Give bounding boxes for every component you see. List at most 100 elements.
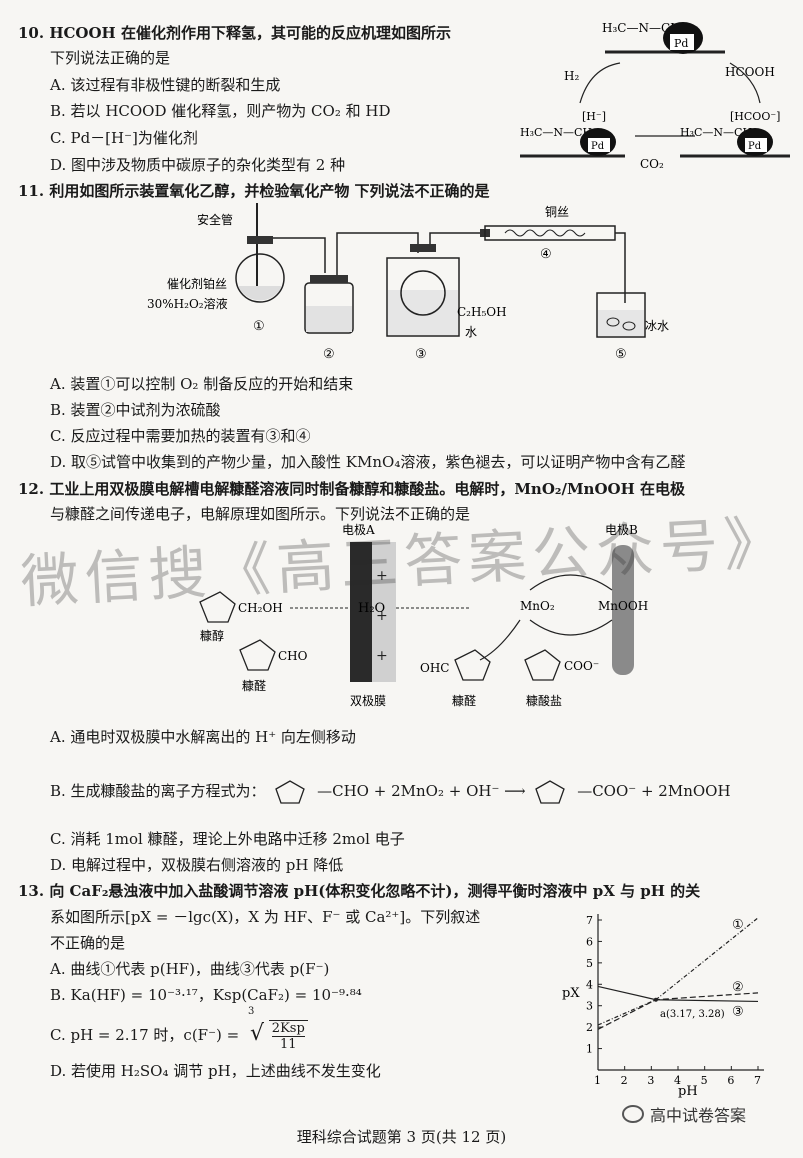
aldehyde-label: 糠醛 [242, 678, 266, 693]
q12-option-b-equation: —CHO + 2MnO₂ + OH⁻ ⟶ [317, 782, 526, 800]
brand-text: 高中试卷答案 [650, 1106, 747, 1125]
q13-option-c: C. pH = 2.17 时，c(F⁻) = 3 √ 2Ksp 11 [50, 1006, 308, 1052]
ice-water-label: 冰水 [645, 319, 669, 333]
q10-option-d: D. 图中涉及物质中碳原子的杂化类型有 2 种 [50, 156, 346, 174]
y-tick-label: 7 [586, 914, 593, 927]
mno2-label: MnO₂ [520, 599, 555, 613]
pd-label: Pd [674, 37, 688, 50]
q12-option-b-prefix: B. 生成糠酸盐的离子方程式为： [50, 782, 266, 800]
chart-axes: 1 2 3 4 5 6 7 1 2 3 4 5 6 7 [586, 914, 764, 1087]
furan-ring-icon-2 [535, 780, 566, 804]
electrode-b-label: 电极B [605, 523, 638, 537]
svg-text:+: + [376, 568, 388, 584]
x-tick-label: 3 [647, 1074, 654, 1087]
fraction-denominator: 11 [280, 1037, 297, 1052]
q10-amine-left: H₃C—N—CH₃ [520, 126, 596, 139]
x-axis-label: pH [678, 1084, 698, 1099]
q12-electrolysis-diagram: 电极A 电极B + + + 双极膜 H₂O CH₂OH 糠醇 CHO 糠醛 Mn… [199, 523, 648, 708]
series-label-2: ② [732, 980, 744, 995]
ch2oh-label: CH₂OH [238, 601, 283, 615]
hcooh-label: HCOOH [725, 65, 775, 79]
apparatus-3-label: ③ [415, 347, 427, 362]
x-tick-label: 1 [594, 1074, 601, 1087]
hcoo-label: [HCOO⁻] [730, 110, 780, 123]
q12-option-c: C. 消耗 1mol 糠醛，理论上外电路中迁移 2mol 电子 [50, 830, 405, 848]
q13-stem-3: 不正确的是 [50, 934, 126, 952]
apparatus-1-label: ① [253, 319, 265, 334]
electrode-a-label: 电极A [342, 523, 375, 537]
x-tick-label: 4 [674, 1074, 681, 1087]
series-label-3: ③ [732, 1004, 744, 1019]
water-label: 水 [465, 325, 477, 339]
cube-root-expression: 3 √ 2Ksp 11 [248, 1006, 308, 1052]
point-a [653, 997, 658, 1002]
q12-stem: 12. 工业上用双极膜电解槽电解糠醛溶液同时制备糠醇和糠酸盐。电解时，MnO₂/… [18, 480, 685, 498]
cho-label: CHO [278, 649, 308, 663]
aldehyde-right-label: 糠醛 [452, 693, 476, 708]
y-tick-label: 6 [586, 935, 593, 948]
wechat-icon [622, 1105, 644, 1123]
membrane-label: 双极膜 [350, 694, 386, 708]
y-tick-label: 5 [586, 957, 593, 970]
alcohol-label: 糠醇 [200, 628, 224, 643]
furan-ring-icon [275, 780, 306, 804]
x-tick-label: 2 [621, 1074, 628, 1087]
svg-text:+: + [376, 648, 388, 664]
h2o-label: H₂O [358, 601, 385, 616]
q10-amine-right: H₃C—N—CH₃ [680, 126, 756, 139]
apparatus-2-label: ② [323, 347, 335, 362]
q10-stem: 10. HCOOH 在催化剂作用下释氢，其可能的反应机理如图所示 [18, 24, 451, 42]
y-tick-label: 1 [586, 1043, 593, 1056]
copper-label: 铜丝 [545, 204, 569, 219]
y-tick-label: 3 [586, 1000, 593, 1013]
apparatus-4-label: ④ [540, 247, 552, 262]
series-label-1: ① [732, 918, 744, 933]
apparatus-5-label: ⑤ [615, 347, 627, 362]
co2-label: CO₂ [640, 157, 664, 171]
q13-option-b: B. Ka(HF) = 10⁻³·¹⁷，Ksp(CaF₂) = 10⁻⁹·⁸⁴ [50, 986, 362, 1004]
mnooh-label: MnOOH [598, 599, 648, 613]
pd-label-left: Pd [591, 141, 605, 152]
q13-stem: 13. 向 CaF₂悬浊液中加入盐酸调节溶液 pH(体积变化忽略不计)，测得平衡… [18, 882, 701, 900]
q11-option-c: C. 反应过程中需要加热的装置有③和④ [50, 427, 311, 445]
q10-stem-2: 下列说法正确的是 [50, 49, 171, 67]
chart-series: ① ② ③ [597, 917, 759, 1030]
svg-text:+: + [376, 608, 388, 624]
q10-mechanism-diagram: H₃C—N—CH₃ Pd H₂ HCOOH CO₂ [H⁻] H₃C—N—CH₃… [520, 21, 790, 171]
x-tick-label: 7 [754, 1074, 761, 1087]
q11-option-b: B. 装置②中试剂为浓硫酸 [50, 401, 221, 419]
q10-option-a: A. 该过程有非极性键的断裂和生成 [50, 76, 281, 94]
x-tick-label: 6 [727, 1074, 734, 1087]
point-a-annotation: a(3.17, 3.28) [660, 1009, 725, 1020]
q13-option-c-prefix: C. pH = 2.17 时，c(F⁻) = [50, 1026, 240, 1044]
safety-tube-label: 安全管 [197, 212, 233, 227]
q12-option-d: D. 电解过程中，双极膜右侧溶液的 pH 降低 [50, 856, 344, 874]
brand-label: 高中试卷答案 [622, 1102, 746, 1126]
fraction-numerator: 2Ksp [271, 1021, 305, 1037]
q10-amine-top: H₃C—N—CH₃ [602, 21, 686, 35]
q11-stem: 11. 利用如图所示装置氧化乙醇，并检验氧化产物 下列说法不正确的是 [18, 182, 490, 200]
q11-option-a: A. 装置①可以控制 O₂ 制备反应的开始和结束 [50, 375, 354, 393]
q12-option-b-product: —COO⁻ + 2MnOOH [577, 782, 731, 800]
catalyst-label: 催化剂铂丝 [167, 276, 227, 291]
q10-option-c: C. Pd－[H⁻]为催化剂 [50, 129, 198, 147]
ohc-label: OHC [420, 661, 449, 675]
q12-option-a: A. 通电时双极膜中水解离出的 H⁺ 向左侧移动 [50, 728, 356, 746]
h2-label: H₂ [564, 69, 579, 83]
pd-label-right: Pd [748, 141, 762, 152]
q11-option-d: D. 取⑤试管中收集到的产物少量，加入酸性 KMnO₄溶液，紫色褪去，可以证明产… [50, 453, 686, 471]
ethanol-label: C₂H₅OH [457, 305, 507, 319]
x-tick-label: 5 [701, 1074, 708, 1087]
q12-option-b: B. 生成糠酸盐的离子方程式为： —CHO + 2MnO₂ + OH⁻ ⟶ —C… [50, 777, 731, 807]
y-tick-label: 4 [586, 978, 593, 991]
q13-stem-2: 系如图所示[pX = －lgc(X)，X 为 HF、F⁻ 或 Ca²⁺]。下列叙… [50, 908, 481, 926]
q13-option-a: A. 曲线①代表 p(HF)，曲线③代表 p(F⁻) [50, 960, 330, 978]
coo-label: COO⁻ [564, 659, 599, 673]
salt-label: 糠酸盐 [526, 693, 562, 708]
q13-option-d: D. 若使用 H₂SO₄ 调节 pH，上述曲线不发生变化 [50, 1062, 381, 1080]
y-tick-label: 2 [586, 1021, 593, 1034]
hminus-label: [H⁻] [582, 110, 606, 123]
q11-apparatus-diagram: 安全管 催化剂铂丝 30%H₂O₂溶液 ① ② C₂H₅OH 水 ③ 铜丝 ④ … [147, 203, 669, 362]
q12-stem-2: 与糠醛之间传递电子，电解原理如图所示。下列说法不正确的是 [50, 505, 471, 523]
